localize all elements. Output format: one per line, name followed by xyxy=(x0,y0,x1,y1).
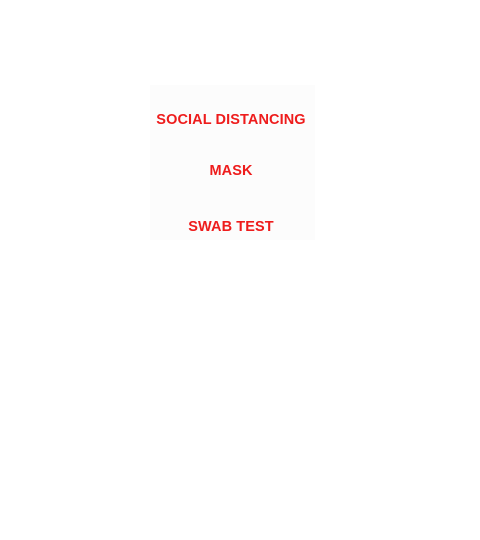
text-panel xyxy=(150,85,315,240)
social-distancing-label: SOCIAL DISTANCING xyxy=(156,112,306,128)
mask-label: MASK xyxy=(209,163,253,179)
swab-test-label: SWAB TEST xyxy=(188,219,274,235)
